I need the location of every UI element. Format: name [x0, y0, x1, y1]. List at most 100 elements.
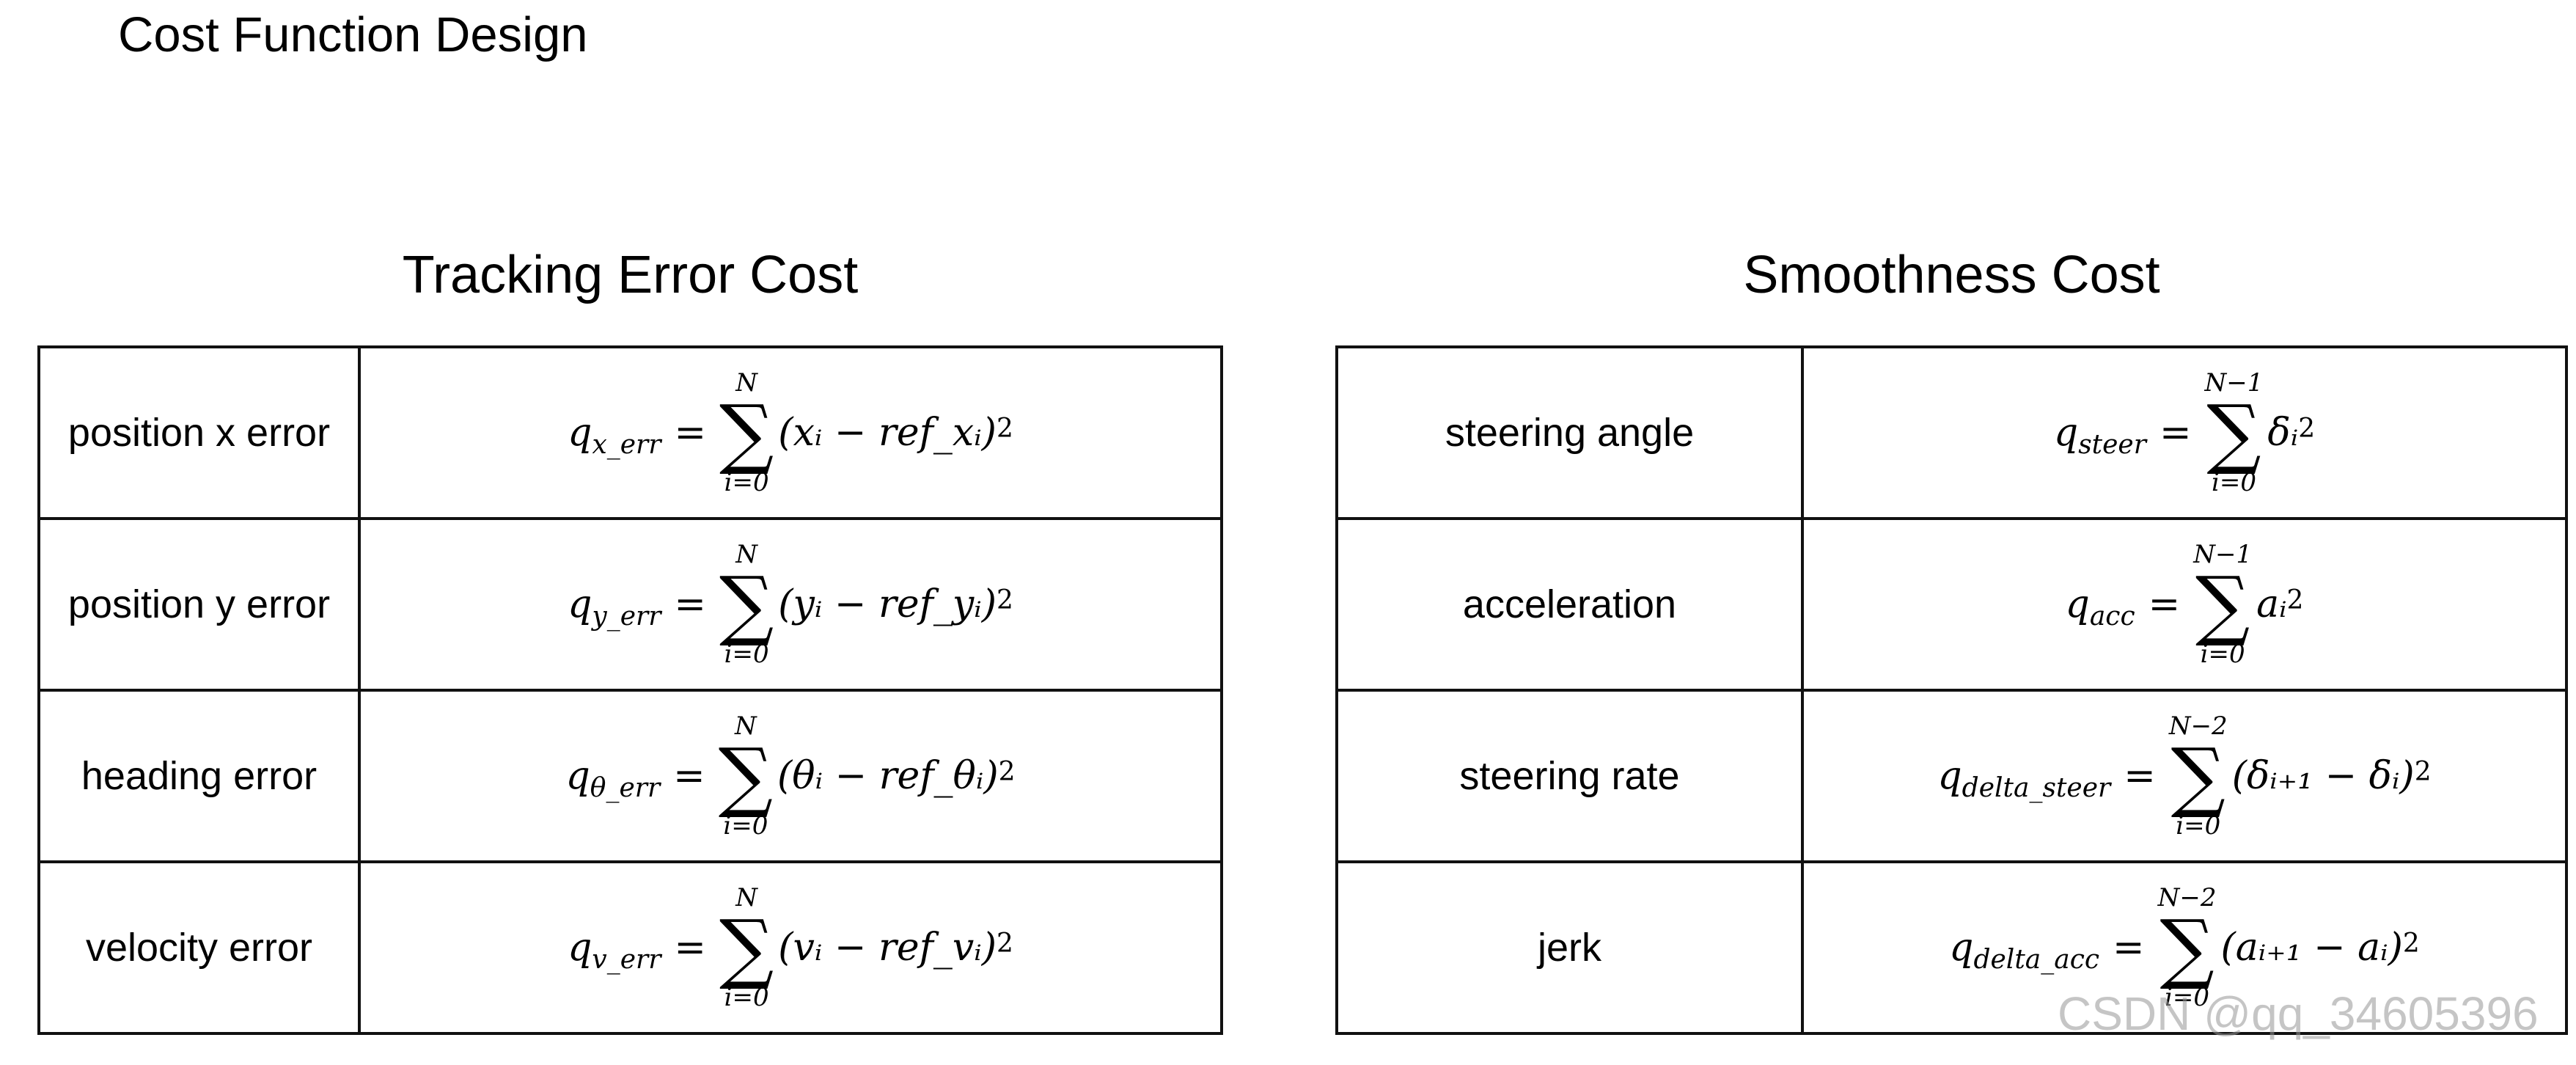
sum-upper-limit: N−2: [2157, 883, 2217, 912]
row-label-cell: heading error: [37, 689, 361, 863]
formula-equals: =: [2148, 582, 2181, 626]
sum-lower-limit: i=0: [2200, 640, 2245, 669]
formula-exponent: 2: [2286, 585, 2304, 615]
sigma-symbol: ∑: [718, 731, 773, 821]
row-label: jerk: [1537, 926, 1601, 970]
sum-lower-limit: i=0: [724, 983, 769, 1012]
sigma-symbol: ∑: [2159, 903, 2214, 992]
formula-q-subscript: θ_err: [590, 772, 661, 803]
summation: N ∑ i=0: [719, 711, 773, 841]
sum-upper-limit: N−1: [2193, 540, 2253, 569]
sum-upper-limit: N−1: [2204, 368, 2264, 398]
formula-exponent: 2: [996, 413, 1013, 444]
row-label-cell: position x error: [37, 345, 361, 520]
formula-equals: =: [2124, 754, 2156, 798]
formula-q-subscript: acc: [2089, 601, 2135, 632]
formula-equals: =: [2113, 926, 2145, 970]
formula-exponent: 2: [997, 928, 1013, 959]
row-label-cell: velocity error: [37, 860, 361, 1035]
sum-lower-limit: i=0: [2211, 468, 2256, 497]
summation: N−2 ∑ i=0: [2169, 711, 2228, 841]
formula-exponent: 2: [2298, 413, 2316, 444]
formula-term: (yᵢ − ref_yᵢ): [778, 582, 997, 626]
row-label: velocity error: [85, 926, 313, 970]
formula-term: δᵢ: [2267, 411, 2299, 455]
sum-upper-limit: N: [735, 883, 757, 912]
sigma-symbol: ∑: [719, 560, 774, 649]
sum-lower-limit: i=0: [724, 468, 769, 497]
summation: N−1 ∑ i=0: [2205, 368, 2264, 497]
formula-q-subscript: x_err: [592, 429, 661, 460]
formula-q-subscript: delta_acc: [1973, 944, 2100, 975]
row-label-cell: acceleration: [1335, 517, 1804, 692]
row-label: acceleration: [1462, 582, 1677, 626]
row-label: position y error: [67, 582, 331, 626]
formula-q: q: [1949, 926, 1974, 970]
sigma-symbol: ∑: [719, 903, 774, 992]
formula-q-subscript: v_err: [592, 944, 661, 975]
sigma-symbol: ∑: [2170, 731, 2225, 821]
formula-exponent: 2: [998, 756, 1016, 787]
formula-term: (δᵢ₊₁ − δᵢ): [2231, 754, 2415, 798]
formula-term: (vᵢ − ref_vᵢ): [778, 926, 997, 970]
formula-q: q: [565, 754, 590, 798]
formula-q: q: [1937, 754, 1962, 798]
smoothness-cost-title: Smoothness Cost: [1743, 246, 2160, 304]
formula-exponent: 2: [2414, 756, 2432, 787]
formula-q: q: [2065, 582, 2090, 626]
formula-equals: =: [674, 582, 706, 626]
page-title: Cost Function Design: [118, 7, 588, 62]
formula-equals: =: [2159, 411, 2192, 455]
formula-q-subscript: y_err: [592, 601, 661, 632]
formula-term: aᵢ: [2256, 582, 2287, 626]
sum-upper-limit: N−2: [2168, 711, 2228, 741]
formula-q: q: [2053, 411, 2079, 455]
formula-q-subscript: delta_steer: [1962, 772, 2111, 803]
formula-q: q: [568, 926, 592, 970]
sum-lower-limit: i=0: [2165, 983, 2210, 1012]
row-label-cell: steering angle: [1335, 345, 1804, 520]
sigma-symbol: ∑: [719, 388, 774, 477]
sum-upper-limit: N: [735, 368, 758, 398]
formula-exponent: 2: [997, 585, 1013, 615]
row-label: position x error: [67, 411, 331, 455]
summation: N−2 ∑ i=0: [2158, 883, 2217, 1012]
formula-term: (xᵢ − ref_xᵢ): [778, 411, 997, 455]
summation: N ∑ i=0: [719, 368, 774, 497]
formula-q: q: [568, 411, 592, 455]
row-label-cell: position y error: [37, 517, 361, 692]
summation: N ∑ i=0: [719, 540, 774, 669]
row-label: heading error: [81, 754, 318, 798]
formula-term: (θᵢ − ref_θᵢ): [777, 754, 999, 798]
watermark-text: CSDN @qq_34605396: [2058, 987, 2539, 1040]
formula-exponent: 2: [2402, 928, 2420, 959]
sum-lower-limit: i=0: [723, 811, 768, 841]
row-label: steering angle: [1445, 411, 1695, 455]
formula-q-subscript: steer: [2078, 429, 2146, 460]
row-label: steering rate: [1459, 754, 1680, 798]
